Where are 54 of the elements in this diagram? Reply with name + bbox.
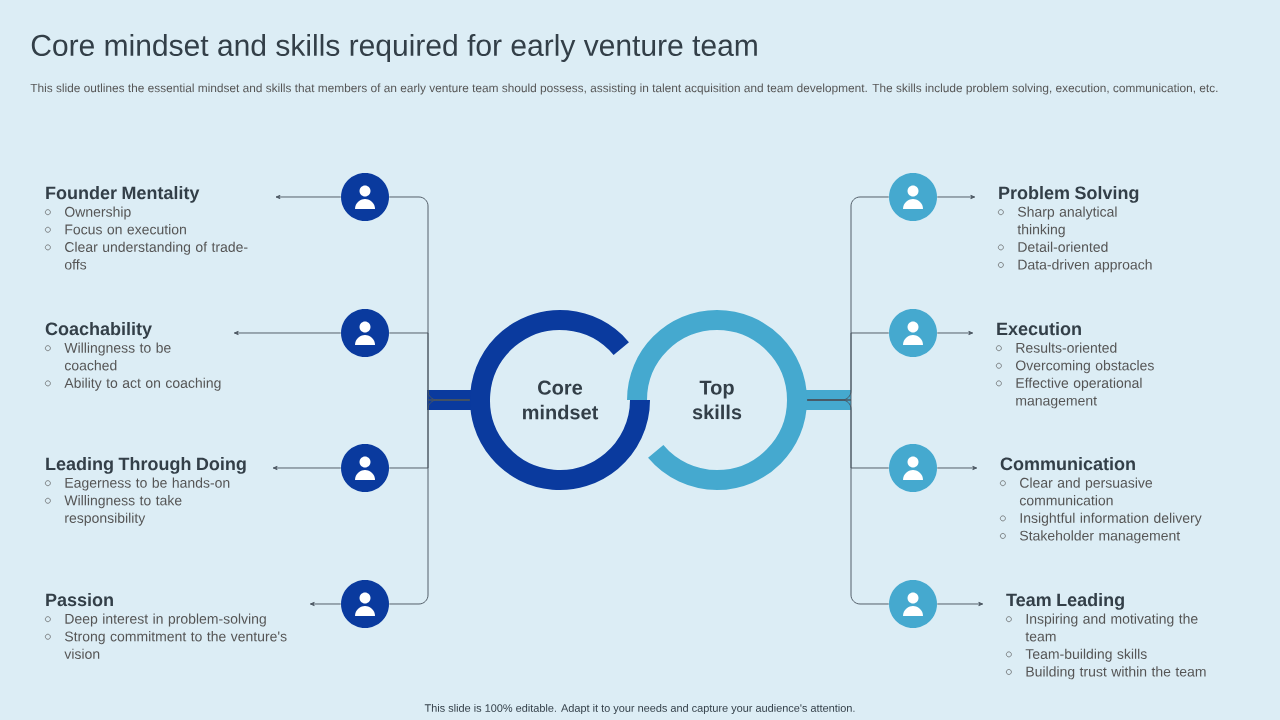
- node-label: Focus on execution: [65, 224, 186, 235]
- connector: [233, 330, 342, 336]
- node-label: Founder Mentality: [46, 185, 200, 203]
- text-block: Passion Deep interest in problem-solving Strong commitment to the venture's vision: [45, 593, 287, 659]
- node-label: Insightful information delivery: [1020, 512, 1202, 526]
- connector: [936, 194, 976, 200]
- node-label: Willingness to be coached: [64, 342, 171, 371]
- node-label: Coachability: [45, 321, 152, 339]
- connector: [309, 601, 342, 607]
- node-label: Results-oriented: [1016, 342, 1117, 353]
- node-label: Stakeholder management: [1019, 530, 1181, 544]
- node-label: Execution: [997, 321, 1081, 336]
- connector: [936, 330, 974, 336]
- node-label: Clear and persuasive communication: [1019, 477, 1153, 506]
- node-label: Overcoming obstacles: [1016, 360, 1154, 374]
- node-label: Sharp analytical thinking: [1017, 206, 1117, 238]
- node-label: Team Leading: [1006, 592, 1124, 610]
- text-block: Founder Mentality Ownership Focus on execution Clear understanding of trade-offs: [45, 186, 248, 270]
- node-label: Clear understanding of trade-offs: [64, 241, 248, 270]
- text-block: Problem Solving Sharp analytical thinking Detail-oriented Data-driven approach: [998, 186, 1152, 273]
- text-block: Coachability Willingness to be coached Ability to act on coaching: [45, 322, 221, 391]
- ring: Top skills: [627, 310, 851, 490]
- ring: Core mindset: [427, 310, 650, 490]
- node-label: Eagerness to be hands-on: [65, 477, 230, 491]
- connector: [936, 465, 978, 471]
- node-label: Ownership: [65, 206, 131, 220]
- node-label: Inspiring and motivating the team: [1025, 613, 1198, 642]
- node-label: Strong commitment to the venture's vision: [64, 631, 287, 659]
- node-label: Detail-oriented: [1018, 241, 1108, 252]
- node-label: Data-driven approach: [1018, 259, 1152, 273]
- text-block: Execution Results-oriented Overcoming obstacles Effective operational management: [996, 322, 1154, 409]
- connector: [272, 465, 342, 471]
- node-label: Passion: [46, 592, 113, 607]
- subtitle: This slide outlines the essential mindset and skills that members of an early venture team should possess, assisting in talent acquisition and team development. The skills include problem solving, execution, communication, etc.: [30, 83, 1218, 95]
- node-label: Leading Through Doing: [46, 456, 246, 474]
- connector: [388, 399, 471, 605]
- node-label: Team-building skills: [1025, 648, 1147, 662]
- node-label: Problem Solving: [999, 185, 1139, 203]
- node-label: Core mindset: [522, 380, 599, 420]
- node-label: Communication: [1000, 456, 1135, 471]
- node-label: Building trust within the team: [1026, 666, 1206, 680]
- title: Core mindset and skills required for early venture team: [31, 34, 757, 62]
- node-label: Ability to act on coaching: [64, 377, 221, 391]
- node-label: Deep interest in problem-solving: [65, 613, 266, 627]
- connector: [806, 399, 890, 605]
- text-block: Leading Through Doing Eagerness to be hands-on Willingness to take responsibility: [45, 457, 246, 526]
- footer-note: This slide is 100% editable. Adapt it to your needs and capture your audience's attention.: [424, 703, 855, 715]
- connector: [275, 194, 342, 200]
- node-label: Effective operational management: [1016, 377, 1142, 409]
- text-block: Communication Clear and persuasive communication Insightful information delivery Stakeholder management: [1000, 457, 1202, 544]
- node-label: Top skills: [692, 380, 742, 420]
- node-label: Willingness to take responsibility: [64, 495, 182, 526]
- text-block: Team Leading Inspiring and motivating the team Team-building skills Building trust within the team: [1006, 593, 1206, 680]
- connector: [936, 601, 984, 607]
